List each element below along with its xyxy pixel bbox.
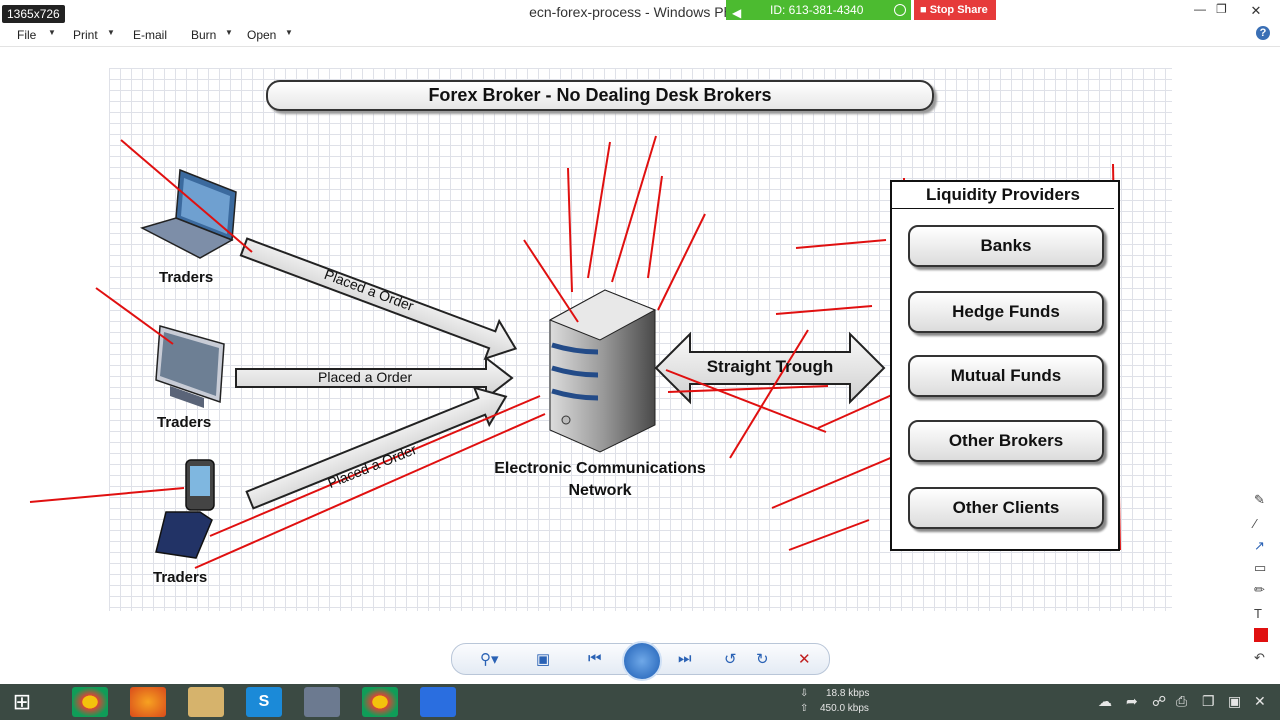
provider-banks: Banks [908,225,1104,267]
screen-share-bar: ◀ ID: 613-381-4340 ■ Stop Share [726,0,996,20]
zoom-icon[interactable]: ⚲▾ [480,651,499,668]
viewer-controls: ⚲▾ ▣ ⏮ ⏭ ↺ ↻ ✕ [451,641,830,681]
annotation-toolbar: ✎ ∕ ↗ ▭ ✏ T ↶ [1250,490,1274,670]
share-status-icon [894,4,906,16]
stop-share-button[interactable]: ■ Stop Share [914,0,996,20]
zoom-app-icon[interactable] [420,687,456,717]
straight-through-arrow [654,331,886,405]
help-icon[interactable]: ? [1256,26,1270,40]
chevron-down-icon[interactable]: ▼ [225,28,233,37]
chrome-icon[interactable] [72,687,108,717]
menu-burn[interactable]: Burn [191,28,217,42]
ecn-label: Electronic Communications Network [462,458,738,502]
straight-through-label: Straight Trough [706,357,834,376]
menu-bar: File ▼ Print ▼ E-mail Burn ▼ Open ▼ [0,24,1280,47]
laptop-icon [139,168,237,259]
share-icon[interactable]: ➦ [1126,693,1138,709]
undo-icon[interactable]: ↶ [1254,650,1265,665]
network-download-icon: ⇧ [800,703,809,714]
menu-file[interactable]: File [17,28,37,42]
download-speed: 450.0 kbps [820,703,869,714]
upload-speed: 18.8 kbps [826,688,870,699]
link-icon[interactable]: ☍ [1152,693,1167,709]
previous-icon[interactable]: ⏮ [588,650,602,667]
highlighter-icon[interactable]: ✏ [1254,582,1265,597]
window-titlebar: ecn-forex-process - Windows Photo 1365x7… [0,0,1280,24]
order-arrow-top [239,237,518,361]
photo-viewer-icon[interactable] [304,687,340,717]
dimensions-badge: 1365x726 [2,5,65,23]
provider-other-clients: Other Clients [908,487,1104,529]
copy-icon[interactable]: ❐ [1202,693,1215,709]
provider-other-brokers: Other Brokers [908,420,1104,462]
chrome-icon[interactable] [362,687,398,717]
slideshow-button[interactable] [622,641,662,681]
stop-share-label: Stop Share [929,4,988,16]
windows-start-icon[interactable]: ⊞ [12,689,32,714]
file-explorer-icon[interactable] [188,687,224,717]
actual-size-icon[interactable]: ▣ [536,651,551,668]
rotate-left-icon[interactable]: ↺ [724,651,737,668]
order-arrow-middle [235,355,514,401]
maximize-button[interactable]: ❐ [1216,2,1227,16]
close-tray-icon[interactable]: ✕ [1254,693,1266,709]
phone-icon [155,459,215,559]
minimize-button[interactable]: — [1194,2,1206,16]
traders-label-monitor: Traders [157,414,212,431]
ecn-label-line1: Electronic Communications [494,460,706,477]
chevron-down-icon[interactable]: ▼ [48,28,56,37]
provider-hedge-funds: Hedge Funds [908,291,1104,333]
taskbar: ⊞ S ⇩ ⇧ 18.8 kbps 450.0 kbps ☁ ➦ ☍ ⎙ ❐ ▣… [0,684,1280,720]
delete-icon[interactable]: ✕ [798,651,811,668]
liquidity-providers-title: Liquidity Providers [892,182,1114,209]
order-arrow-bottom [245,386,508,510]
menu-print[interactable]: Print [73,28,98,42]
firefox-icon[interactable] [130,687,166,717]
save-icon[interactable]: ▣ [1228,693,1242,709]
rectangle-icon[interactable]: ▭ [1254,560,1267,575]
rotate-right-icon[interactable]: ↻ [756,651,769,668]
provider-mutual-funds: Mutual Funds [908,355,1104,397]
chevron-down-icon[interactable]: ▼ [107,28,115,37]
traders-label-phone: Traders [153,569,208,586]
monitor-icon [155,325,225,408]
text-tool-icon[interactable]: T [1254,606,1262,621]
traders-label-laptop: Traders [159,269,214,286]
close-button[interactable]: ✕ [1250,3,1262,18]
color-swatch[interactable] [1254,628,1268,642]
menu-open[interactable]: Open [247,28,277,42]
liquidity-providers-box: Liquidity Providers Banks Hedge Funds Mu… [890,180,1120,551]
share-id-label: ID: 613-381-4340 [770,3,864,17]
window-title: ecn-forex-process - Windows Photo [529,4,751,20]
order-label-middle: Placed a Order [318,369,413,385]
server-icon [548,289,657,453]
next-icon[interactable]: ⏭ [678,650,692,667]
chevron-down-icon[interactable]: ▼ [285,28,293,37]
pen-icon[interactable]: ✎ [1254,492,1265,507]
line-icon[interactable]: ∕ [1254,516,1257,531]
skype-icon[interactable]: S [246,687,282,717]
share-id-panel: ◀ ID: 613-381-4340 [726,0,911,20]
menu-email[interactable]: E-mail [133,28,168,42]
diagram-title: Forex Broker - No Dealing Desk Brokers [266,80,934,111]
ecn-label-line2: Network [568,482,632,499]
arrow-tool-icon[interactable]: ↗ [1254,538,1265,553]
pin-icon[interactable]: ◀ [732,6,742,20]
print-icon[interactable]: ⎙ [1176,693,1188,709]
cloud-icon[interactable]: ☁ [1098,693,1112,709]
network-upload-icon: ⇩ [800,688,809,699]
